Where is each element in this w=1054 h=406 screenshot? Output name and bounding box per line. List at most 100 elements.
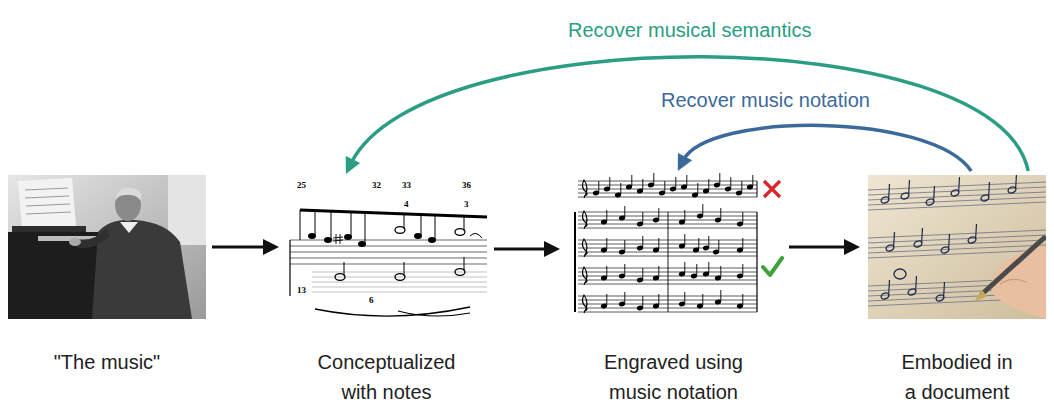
stage-node: Engraved using music notation [566, 175, 781, 406]
engraved-notation-part [582, 239, 587, 257]
engraved-notation-part [600, 238, 608, 253]
engraved-notation-part [618, 264, 626, 279]
score-sketch [285, 178, 488, 320]
handwritten-document-part [1007, 175, 1016, 194]
pianist-photo-part [26, 212, 71, 214]
handwritten-document-part [967, 224, 976, 244]
engraved-notation-part [669, 177, 677, 192]
pianist-photo-part [120, 222, 138, 233]
handwritten-document-part [900, 180, 909, 200]
handwritten-document-part-part [868, 240, 1046, 248]
handwritten-document-part-part [868, 202, 1046, 210]
score-sketch-part [315, 307, 470, 316]
pianist-photo-part [69, 238, 81, 246]
arrow-head [678, 153, 692, 171]
handwritten-document-part-part [868, 245, 1046, 253]
stage-caption: Conceptualized with notes [307, 347, 467, 406]
score-sketch-part [290, 246, 487, 247]
engraved-notation-part [736, 238, 744, 253]
measure-number: 6 [369, 296, 374, 305]
stage-node: Conceptualized with notes [285, 178, 488, 406]
engraved-notation-part [658, 181, 666, 196]
handwritten-document-part [991, 246, 1046, 319]
engraved-notation-part [625, 175, 633, 190]
handwritten-document-part [982, 238, 1044, 294]
stage-node: "The music" [8, 175, 206, 377]
arrow-line [351, 57, 1028, 171]
engraved-notation-part [618, 292, 626, 307]
pianist-photo-part [115, 188, 141, 201]
engraved-notation-part [636, 212, 644, 227]
handwritten-document [868, 175, 1046, 319]
arrow-head [346, 156, 360, 174]
flow-arrow [212, 239, 279, 255]
engraved-notation-part [574, 212, 576, 312]
engraved-notation-part [592, 181, 600, 196]
score-sketch-part [312, 282, 487, 283]
handwritten-document-part [935, 282, 944, 302]
engraved-notation-part [582, 295, 587, 313]
pianist-photo-part [8, 175, 206, 319]
stage-node: Embodied in a document [868, 175, 1046, 406]
arrow-label: Recover musical semantics [564, 19, 815, 41]
arrow-head [844, 239, 860, 255]
score-sketch-part [300, 210, 487, 217]
pianist-photo [8, 175, 206, 319]
score-sketch-part [404, 262, 405, 276]
engraved-notation-part [614, 183, 622, 198]
stage-caption: Engraved using music notation [589, 347, 759, 406]
engraved-notation-part [736, 294, 744, 309]
engraved-notation-part [735, 181, 743, 196]
score-sketch-part [470, 233, 482, 238]
pianist-photo-part [18, 178, 76, 229]
engraved-notation-part [678, 262, 686, 277]
score-sketch-part [344, 262, 345, 276]
score-sketch-part [333, 234, 343, 244]
score-sketch-part [464, 216, 465, 231]
flow-arrow [494, 241, 560, 257]
handwritten-document-part [894, 269, 906, 279]
engraved-notation-part [702, 236, 710, 251]
handwritten-document-part [880, 184, 889, 204]
engraved-notation-part [652, 238, 660, 253]
engraved-notation-part [668, 212, 669, 312]
engraved-notation-part [603, 177, 611, 192]
pianist-photo-part [26, 204, 70, 206]
engraved-notation-part [636, 296, 644, 311]
score-sketch-part [289, 240, 290, 296]
measure-number: 13 [297, 286, 306, 295]
engraved-notation-part [618, 240, 626, 255]
engraved-notation-part [582, 211, 587, 229]
engraved-notation-part [702, 262, 710, 277]
engraved-notation-part [636, 236, 644, 251]
score-sketch-part [435, 215, 436, 239]
engraved-notation-part [618, 206, 626, 221]
engraved-notation-part [714, 266, 722, 281]
handwritten-document-part [907, 276, 916, 296]
score-sketch-part [315, 211, 316, 235]
engraved-notation-part [636, 179, 644, 194]
score-sketch-part [290, 264, 487, 265]
score-sketch-part [290, 252, 487, 253]
engraved-notation-part [746, 175, 754, 190]
handwritten-document-part [950, 177, 959, 197]
recovery-arrow [346, 57, 1028, 174]
measure-number: 36 [462, 181, 471, 190]
recovery-arrow [678, 125, 971, 171]
engraved-notation-part [678, 292, 686, 307]
handwritten-document-part-part [868, 187, 1046, 195]
pianist-photo-part [12, 226, 86, 233]
engraved-notation-part [763, 258, 782, 275]
engraved-notation [575, 173, 782, 313]
engraved-notation-part [757, 181, 758, 197]
handwritten-document-part [940, 234, 949, 254]
score-sketch-part [421, 214, 422, 235]
engraved-notation-part [690, 264, 698, 279]
handwritten-document-part [880, 280, 889, 300]
score-sketch-part [290, 258, 487, 259]
measure-number: 33 [402, 181, 411, 190]
engraved-notation-part [756, 212, 757, 312]
stage-caption: "The music" [32, 347, 182, 377]
engraved-notation-part [712, 240, 720, 255]
